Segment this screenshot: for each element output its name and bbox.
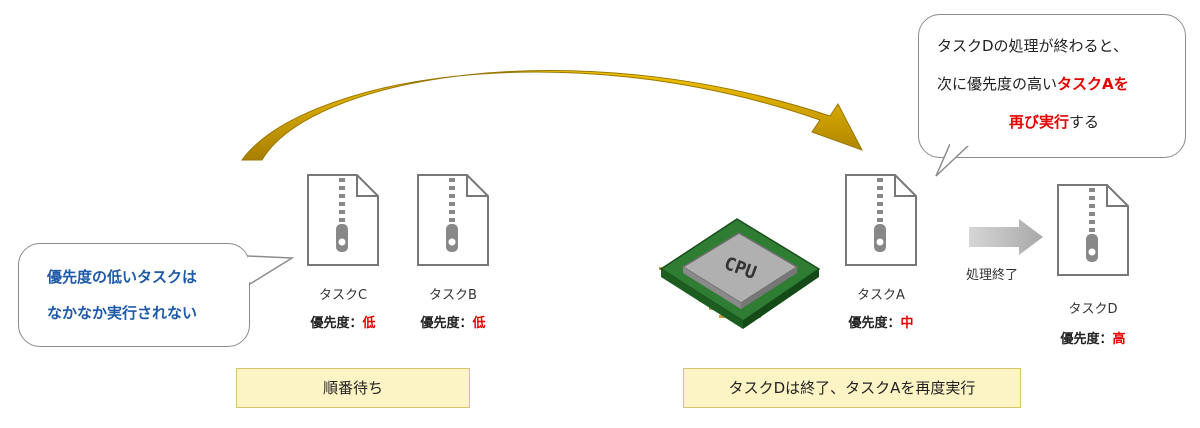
- left-speech-bubble: 優先度の低いタスクは なかなか実行されない: [18, 243, 250, 347]
- task-a-priority-value: 中: [901, 316, 914, 331]
- note-left-text: 順番待ち: [323, 379, 383, 397]
- task-b-priority-label: 優先度：: [420, 316, 472, 331]
- bubble-right-line2: 次に優先度の高いタスクAを: [937, 73, 1129, 94]
- zip-file-icon: [843, 172, 919, 268]
- task-d-priority-label: 優先度：: [1060, 332, 1112, 347]
- task-a-priority: 優先度：中: [821, 312, 941, 331]
- zip-file-icon: [1055, 182, 1131, 278]
- task-b-name: タスクB: [393, 284, 513, 303]
- note-right: タスクDは終了、タスクAを再度実行: [683, 368, 1021, 408]
- task-c-name: タスクC: [283, 284, 403, 303]
- bubble-right-tail: [930, 140, 990, 180]
- zip-file-icon: [415, 172, 491, 268]
- bubble-right-line3-emph: 再び実行: [1009, 113, 1069, 131]
- bubble-left-line2: なかなか実行されない: [47, 302, 197, 323]
- note-left: 順番待ち: [236, 368, 470, 408]
- right-arrow-icon: [967, 217, 1047, 257]
- task-d-name: タスクD: [1033, 298, 1153, 317]
- task-d-priority-value: 高: [1113, 332, 1126, 347]
- bubble-left-line1: 優先度の低いタスクは: [47, 266, 197, 287]
- task-c-priority-label: 優先度：: [310, 316, 362, 331]
- bubble-right-line2-emph: タスクAを: [1057, 75, 1129, 93]
- bubble-right-line2-prefix: 次に優先度の高い: [937, 75, 1057, 93]
- right-speech-bubble: タスクDの処理が終わると、 次に優先度の高いタスクAを 再び実行する: [918, 14, 1186, 158]
- bubble-right-line3-suffix: する: [1069, 113, 1099, 131]
- bubble-right-line1: タスクDの処理が終わると、: [937, 35, 1128, 56]
- task-a-priority-label: 優先度：: [848, 316, 900, 331]
- arrow-label: 処理終了: [966, 264, 1018, 283]
- zip-file-icon: [305, 172, 381, 268]
- task-c-priority-value: 低: [363, 316, 376, 331]
- task-a-name: タスクA: [821, 284, 941, 303]
- task-c-priority: 優先度：低: [283, 312, 403, 331]
- task-b-priority: 優先度：低: [393, 312, 513, 331]
- cpu-chip-icon: CPU: [655, 205, 825, 335]
- bubble-right-line3: 再び実行する: [1009, 111, 1099, 132]
- task-d-priority: 優先度：高: [1033, 328, 1153, 347]
- note-right-text: タスクDは終了、タスクAを再度実行: [729, 379, 976, 397]
- task-b-priority-value: 低: [473, 316, 486, 331]
